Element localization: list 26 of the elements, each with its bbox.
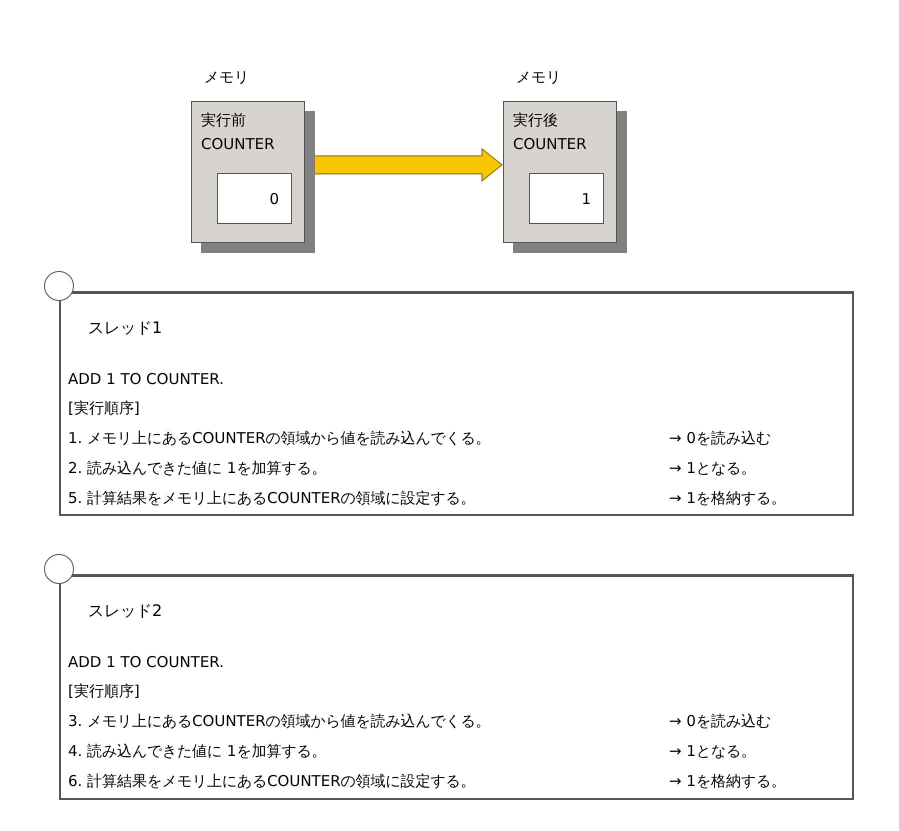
step-result: → 1を格納する。: [669, 489, 786, 508]
code-line: ADD 1 TO COUNTER.: [68, 653, 224, 671]
code-line: ADD 1 TO COUNTER.: [68, 370, 224, 388]
step-text: 3. メモリ上にあるCOUNTERの領域から値を読み込んでくる。: [68, 712, 491, 731]
value-box: 1: [529, 173, 604, 224]
step-result: → 1となる。: [669, 459, 756, 478]
step-text: 5. 計算結果をメモリ上にあるCOUNTERの領域に設定する。: [68, 489, 476, 508]
memory-label: 実行前: [201, 110, 247, 131]
memory-heading: メモリ: [516, 68, 561, 87]
memory-label: COUNTER: [513, 134, 588, 155]
step-result: → 0を読み込む: [669, 429, 771, 448]
memory-label: 実行後: [513, 110, 559, 131]
memory-heading: メモリ: [204, 68, 249, 87]
thread-title: スレッド1: [88, 318, 162, 339]
step-text: 2. 読み込んできた値に 1を加算する。: [68, 459, 326, 478]
step-result: → 0を読み込む: [669, 712, 771, 731]
thread-title: スレッド2: [88, 601, 162, 622]
memory-label: COUNTER: [201, 134, 276, 155]
step-result: → 1となる。: [669, 742, 756, 761]
step-result: → 1を格納する。: [669, 772, 786, 791]
step-text: 6. 計算結果をメモリ上にあるCOUNTERの領域に設定する。: [68, 772, 476, 791]
section-label: [実行順序]: [68, 399, 140, 418]
step-text: 4. 読み込んできた値に 1を加算する。: [68, 742, 326, 761]
section-label: [実行順序]: [68, 682, 140, 701]
value-box: 0: [217, 173, 292, 224]
step-text: 1. メモリ上にあるCOUNTERの領域から値を読み込んでくる。: [68, 429, 491, 448]
